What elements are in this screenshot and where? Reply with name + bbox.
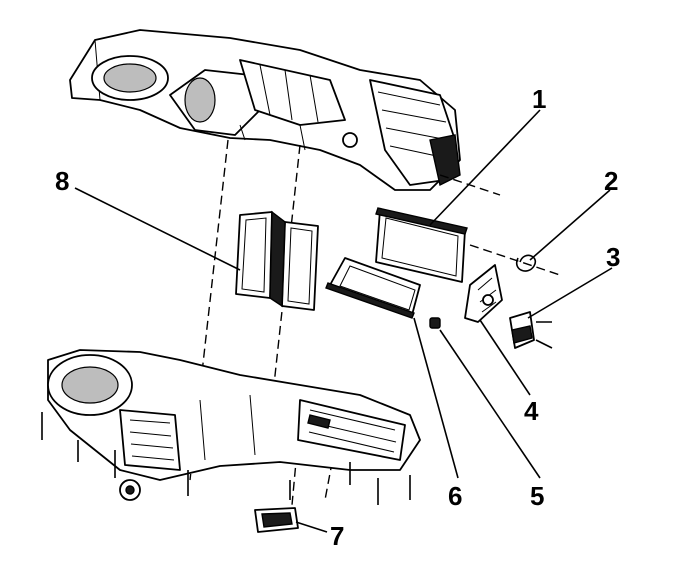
callout-5: 5 xyxy=(530,481,544,511)
callout-8: 8 xyxy=(55,166,69,196)
callout-7: 7 xyxy=(330,521,344,551)
callout-3: 3 xyxy=(606,242,620,272)
part-4-cam-linkage xyxy=(464,264,503,323)
part-2-spring xyxy=(515,254,537,272)
callout-labels: 1 2 3 4 5 6 7 8 xyxy=(55,84,620,551)
part-1-mode-door xyxy=(375,207,468,283)
part-6-lower-door xyxy=(325,257,421,319)
leader-lines xyxy=(74,109,613,533)
part-3-actuator xyxy=(509,311,553,349)
callout-6: 6 xyxy=(448,481,462,511)
part-5-clip xyxy=(429,317,441,329)
lower-housing xyxy=(41,349,421,505)
upper-housing xyxy=(69,29,461,191)
part-8-door-panels xyxy=(235,210,319,311)
callout-2: 2 xyxy=(604,166,618,196)
callout-4: 4 xyxy=(524,396,539,426)
callout-1: 1 xyxy=(532,84,546,114)
part-7-bracket xyxy=(254,507,299,533)
